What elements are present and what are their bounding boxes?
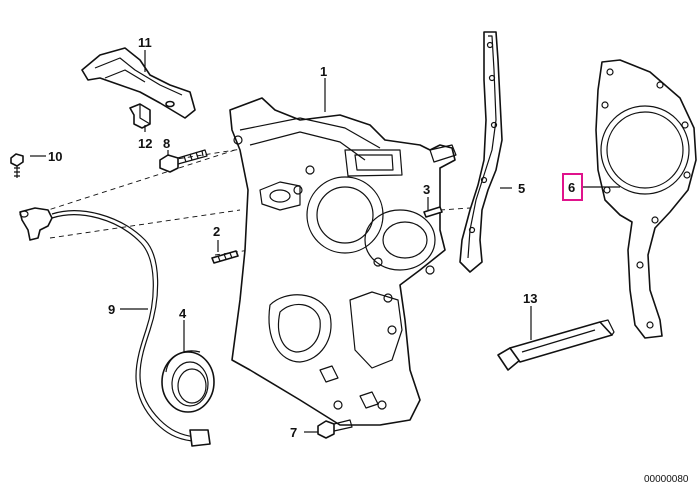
callout-labels: 11 12 10 8 1 2 3 5 6 9 4 7 13 00000080 xyxy=(48,35,689,485)
part-10-bolt[interactable] xyxy=(10,153,24,178)
part-11-cover[interactable] xyxy=(81,47,196,119)
callout-13: 13 xyxy=(523,291,537,306)
callout-9: 9 xyxy=(108,302,115,317)
part-2-dowel[interactable] xyxy=(211,250,239,264)
callout-7: 7 xyxy=(290,425,297,440)
callout-3: 3 xyxy=(423,182,430,197)
callout-5: 5 xyxy=(518,181,525,196)
part-12-clip[interactable] xyxy=(129,103,151,129)
part-1-timing-cover[interactable] xyxy=(229,97,457,426)
callout-6: 6 xyxy=(568,180,575,195)
part-5-gasket-strip[interactable] xyxy=(459,31,503,273)
callout-1: 1 xyxy=(320,64,327,79)
callout-4: 4 xyxy=(179,306,187,321)
callout-10: 10 xyxy=(48,149,62,164)
part-6-gasket[interactable] xyxy=(595,59,697,339)
part-3-pin[interactable] xyxy=(423,206,443,218)
part-13-sealant-tube[interactable] xyxy=(497,319,615,371)
callout-2: 2 xyxy=(213,224,220,239)
part-7-bolt[interactable] xyxy=(317,419,353,439)
callout-6-highlight xyxy=(562,173,583,201)
callout-12: 12 xyxy=(138,136,152,151)
part-8-bolt[interactable] xyxy=(159,149,208,173)
callout-8: 8 xyxy=(163,136,170,151)
part-4-seal[interactable] xyxy=(161,350,215,413)
callout-11: 11 xyxy=(138,35,152,50)
diagram-code: 00000080 xyxy=(644,474,689,485)
leader-lines xyxy=(30,50,620,433)
part-9-sensor-cable[interactable] xyxy=(19,207,211,447)
